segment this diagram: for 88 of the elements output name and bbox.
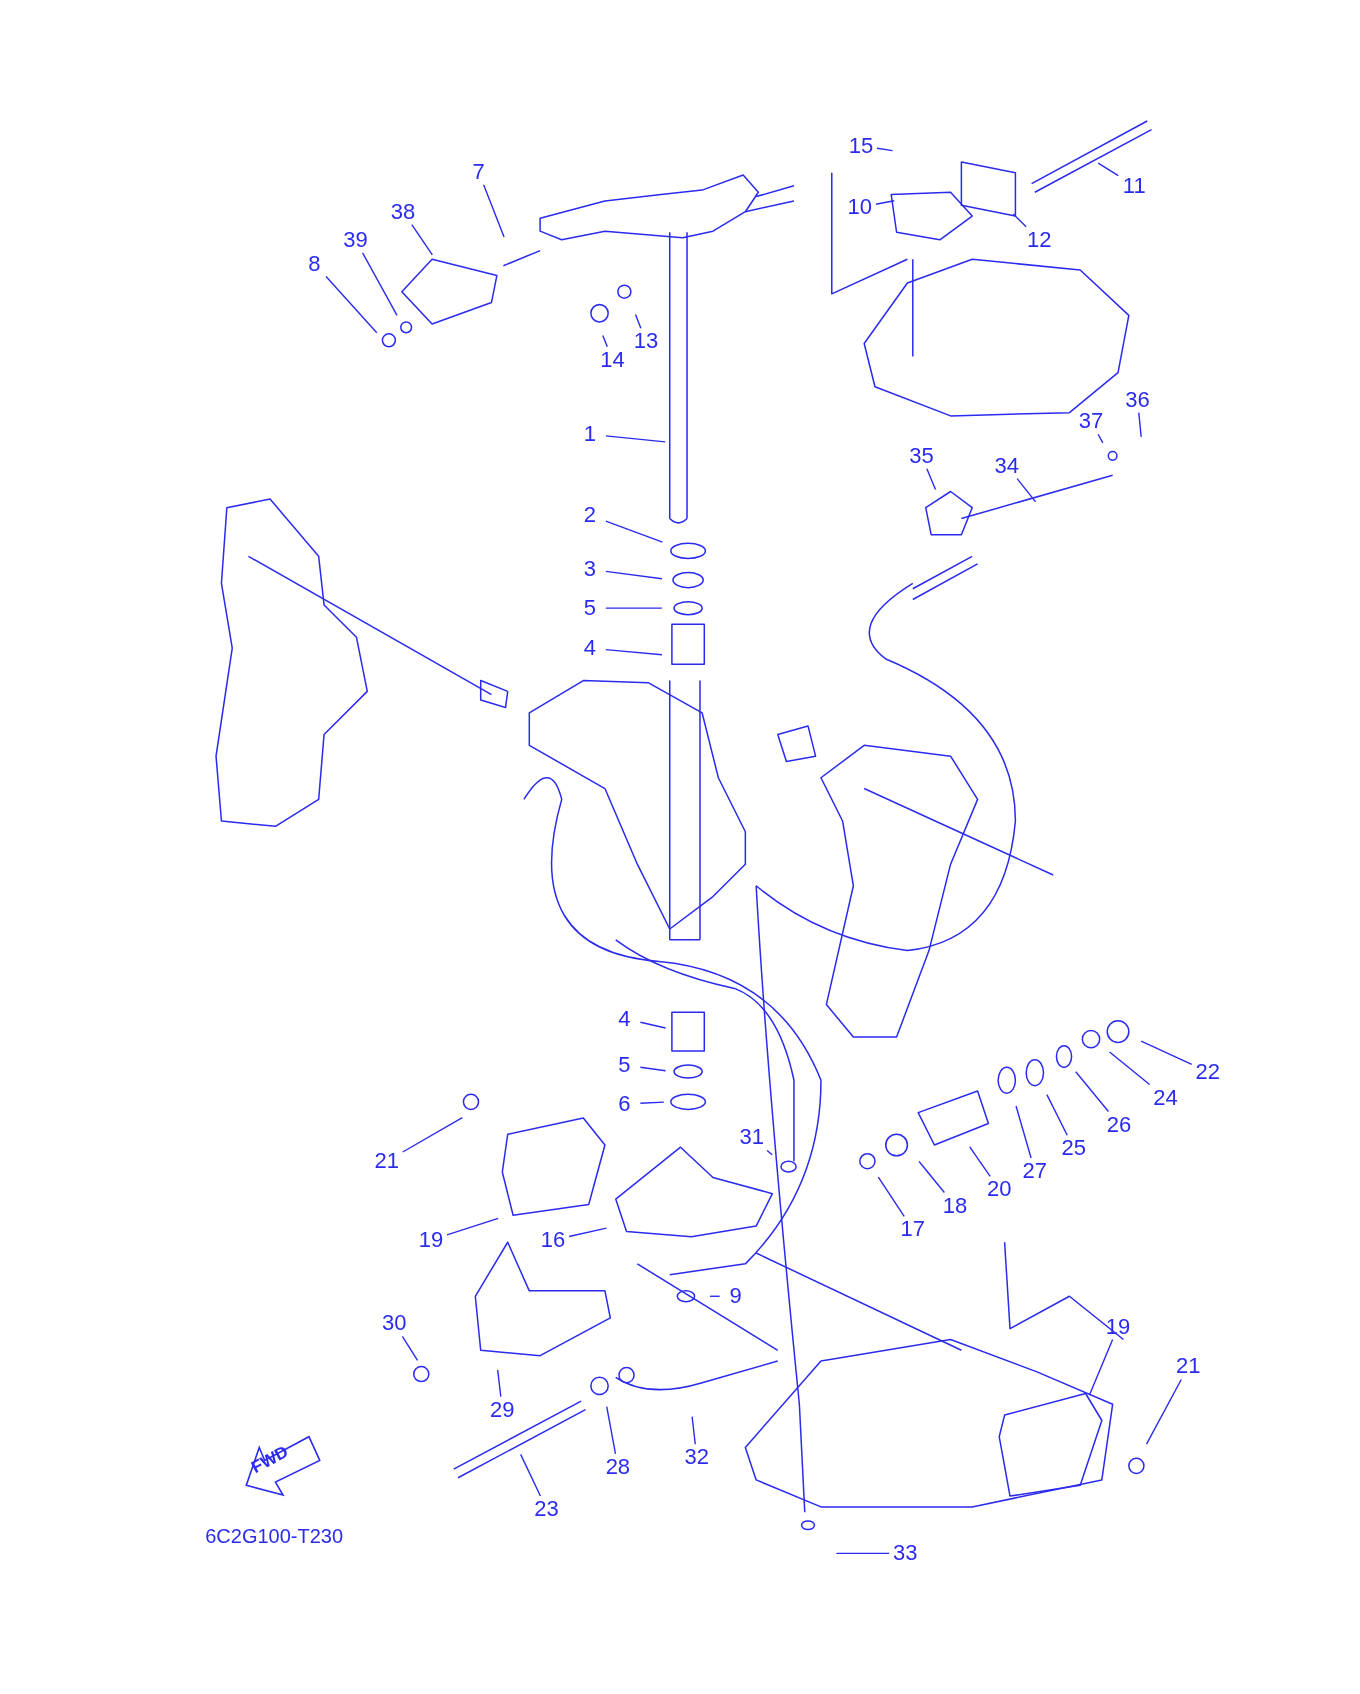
leader-line <box>605 520 664 543</box>
callout-number: 35 <box>909 443 934 468</box>
leader-line <box>411 224 434 256</box>
callout-number: 33 <box>893 1541 918 1566</box>
direction-label: FWD <box>248 1442 292 1479</box>
callout-number: 4 <box>583 636 596 661</box>
callout-number: 19 <box>1105 1314 1131 1339</box>
leader-line <box>634 313 642 330</box>
leader-line <box>602 334 608 348</box>
callout-number: 32 <box>684 1445 709 1470</box>
leader-line <box>709 1295 721 1297</box>
callout-number: 26 <box>1106 1112 1132 1137</box>
leader-line <box>402 1116 463 1153</box>
callout-number: 9 <box>729 1284 742 1309</box>
callout-number: 20 <box>986 1177 1012 1202</box>
callout-number: 21 <box>374 1149 399 1174</box>
callout-number: 6 <box>618 1092 631 1116</box>
leader-line <box>918 1160 946 1194</box>
callout-number: 17 <box>900 1217 925 1242</box>
callout-number: 30 <box>382 1311 407 1336</box>
leader-line <box>1097 433 1104 444</box>
callout-number: 7 <box>472 159 485 184</box>
leader-line <box>835 1552 890 1555</box>
callout-number: 15 <box>848 133 874 158</box>
callout-number: 11 <box>1122 173 1146 198</box>
callout-number: 23 <box>534 1497 559 1522</box>
leader-line <box>1012 213 1027 228</box>
leader-line <box>875 200 895 205</box>
leader-line <box>519 1453 542 1497</box>
callout-number: 24 <box>1153 1085 1178 1110</box>
leader-line <box>691 1415 696 1445</box>
leader-line <box>969 1146 991 1177</box>
leader-line <box>1108 1051 1151 1086</box>
callout-number: 18 <box>942 1193 968 1218</box>
callout-number: 16 <box>540 1228 566 1253</box>
callout-number: 37 <box>1078 409 1104 434</box>
leader-line <box>568 1227 608 1238</box>
leader-line <box>605 435 666 443</box>
callout-number: 28 <box>605 1454 631 1479</box>
leader-line <box>1046 1093 1068 1136</box>
leader-line <box>766 1149 773 1156</box>
leader-line <box>1088 1338 1114 1396</box>
leader-line <box>605 570 663 580</box>
leader-line <box>1140 1040 1193 1065</box>
callout-number: 3 <box>583 557 596 582</box>
callout-number: 14 <box>600 347 625 372</box>
leader-line <box>639 1101 665 1104</box>
callout-number: 19 <box>418 1228 444 1253</box>
leader-line <box>605 607 663 609</box>
leader-line <box>876 147 894 152</box>
callout-number: 13 <box>633 329 659 354</box>
leader-line <box>877 1176 905 1217</box>
callout-number: 39 <box>343 227 368 252</box>
callout-number: 22 <box>1195 1059 1220 1084</box>
leader-line <box>639 1066 667 1072</box>
leader-line <box>1015 1105 1032 1159</box>
leader-line <box>1138 412 1142 438</box>
callout-number: 10 <box>847 195 873 220</box>
leader-line <box>361 252 398 316</box>
leader-line <box>639 1021 667 1029</box>
callout-number: 25 <box>1061 1136 1086 1161</box>
leader-line <box>1075 1071 1110 1113</box>
leader-line <box>1097 162 1119 177</box>
callout-number: 1 <box>583 422 596 447</box>
callout-number: 12 <box>1026 227 1052 252</box>
callout-number: 38 <box>390 199 416 224</box>
diagram-code: 6C2G100-T230 <box>205 1525 344 1549</box>
callout-number: 36 <box>1125 387 1150 412</box>
leader-line <box>926 468 937 491</box>
callout-number: 21 <box>1176 1354 1201 1379</box>
callout-number: 29 <box>490 1397 515 1422</box>
leader-line <box>605 648 663 656</box>
leader-line <box>482 184 505 238</box>
callout-number: 4 <box>618 1006 631 1031</box>
callout-number: 5 <box>618 1053 631 1078</box>
leader-line <box>325 275 378 334</box>
callout-number: 2 <box>583 503 596 528</box>
callout-number: 5 <box>583 596 596 621</box>
callout-number: 31 <box>739 1125 765 1150</box>
leader-line <box>497 1369 502 1398</box>
callout-number: 34 <box>994 453 1019 478</box>
leader-line <box>606 1405 617 1455</box>
leader-line <box>1145 1378 1182 1445</box>
callout-number: 8 <box>308 251 321 276</box>
leader-line <box>401 1335 419 1362</box>
leader-line <box>1016 477 1037 503</box>
callout-number: 27 <box>1022 1158 1048 1183</box>
leader-line <box>446 1217 499 1236</box>
